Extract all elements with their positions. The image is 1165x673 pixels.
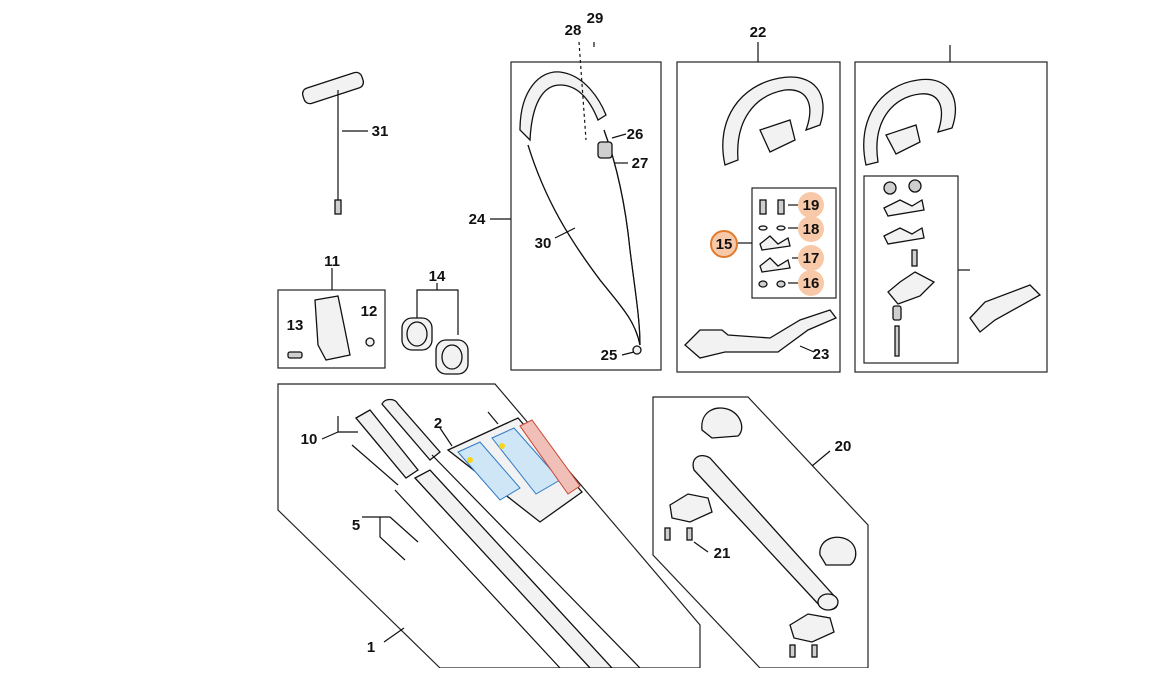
alt-grip-drawing bbox=[969, 284, 1042, 333]
callout-31[interactable]: 31 bbox=[372, 123, 389, 140]
callout-16-highlight bbox=[798, 270, 824, 296]
callout-1[interactable]: 1 bbox=[367, 639, 375, 656]
callout-18-highlight bbox=[798, 216, 824, 242]
combination-wrench-drawing bbox=[301, 71, 365, 215]
throttle-housing-drawing bbox=[287, 295, 375, 361]
callout-15[interactable]: 15 bbox=[716, 236, 733, 253]
shaft-clamps-drawing bbox=[401, 283, 469, 375]
callout-22[interactable]: 22 bbox=[750, 24, 767, 41]
callout-25[interactable]: 25 bbox=[601, 347, 618, 364]
callout-24[interactable]: 24 bbox=[469, 211, 486, 228]
callout-15-highlight bbox=[710, 230, 738, 258]
callout-13[interactable]: 13 bbox=[287, 317, 304, 334]
callout-30[interactable]: 30 bbox=[535, 235, 552, 252]
callout-27[interactable]: 27 bbox=[632, 155, 649, 172]
callout-14[interactable]: 14 bbox=[429, 268, 446, 285]
barrier-bar-drawing bbox=[684, 309, 838, 359]
callout-20[interactable]: 20 bbox=[835, 438, 852, 455]
loop-handle-drawing bbox=[722, 76, 824, 166]
callout-19[interactable]: 19 bbox=[803, 197, 820, 214]
callout-29[interactable]: 29 bbox=[587, 10, 604, 27]
alt-clamp-kit-box bbox=[863, 175, 959, 364]
callout-17-highlight bbox=[798, 245, 824, 271]
bike-handle-drawing bbox=[664, 407, 857, 658]
harness-strap-drawing bbox=[519, 71, 642, 355]
harness-panel bbox=[510, 61, 662, 371]
callout-11[interactable]: 11 bbox=[324, 253, 340, 270]
callout-26[interactable]: 26 bbox=[627, 126, 644, 143]
alt-handle-drawing bbox=[863, 78, 957, 166]
callout-17[interactable]: 17 bbox=[803, 250, 820, 267]
shaft-panel bbox=[277, 383, 701, 669]
callout-23[interactable]: 23 bbox=[813, 346, 830, 363]
alt-clamp-parts bbox=[883, 179, 936, 357]
callout-12[interactable]: 12 bbox=[361, 303, 378, 320]
clamp-kit-parts bbox=[758, 199, 791, 288]
alt-handle-panel bbox=[854, 61, 1048, 373]
drive-shaft-drawing bbox=[351, 398, 641, 669]
callout-19-highlight bbox=[798, 192, 824, 218]
callout-5[interactable]: 5 bbox=[352, 517, 360, 534]
callout-10[interactable]: 10 bbox=[301, 431, 318, 448]
callout-18[interactable]: 18 bbox=[803, 221, 820, 238]
callout-21[interactable]: 21 bbox=[714, 545, 731, 562]
warning-label-sheet-drawing bbox=[446, 417, 583, 523]
callout-28[interactable]: 28 bbox=[565, 22, 582, 39]
callout-16[interactable]: 16 bbox=[803, 275, 820, 292]
callout-2[interactable]: 2 bbox=[434, 415, 442, 432]
